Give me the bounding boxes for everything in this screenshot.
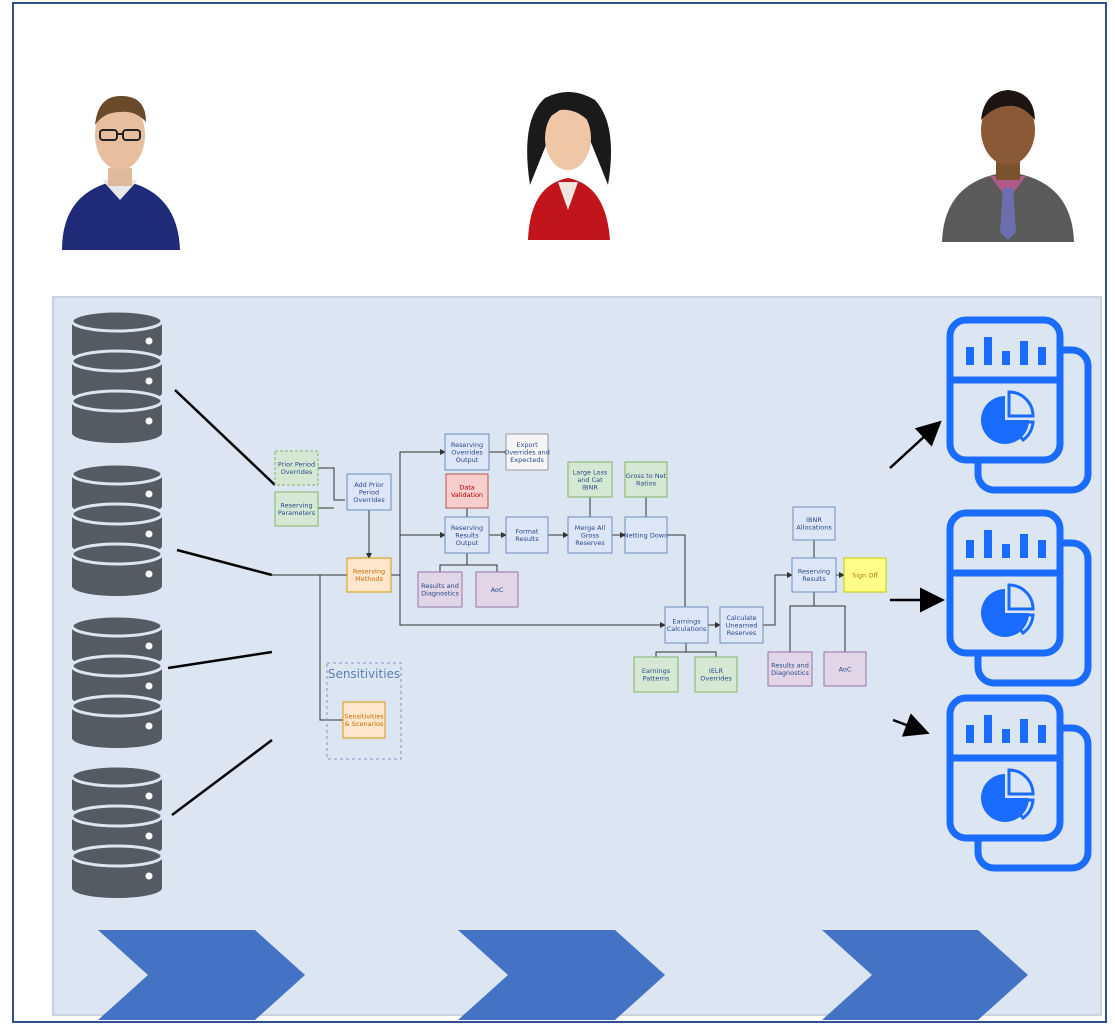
flow-node-label: AoC	[491, 586, 504, 594]
output-arrow	[892, 713, 930, 737]
db-connector-line	[176, 548, 273, 577]
stage-chevron-icon	[98, 930, 305, 1020]
flow-node-aoc-1: AoC	[475, 571, 519, 608]
sensitivities-title: Sensitivities	[328, 667, 400, 681]
database-icon	[70, 764, 164, 898]
flow-node-aoc-2: AoC	[823, 651, 867, 687]
flow-node-label: Netting Down	[624, 531, 669, 539]
sensitivities-group	[326, 662, 402, 760]
flow-node-sign-off: Sign Off	[843, 557, 887, 593]
process-panel	[52, 296, 1102, 1016]
flow-node-netting-down: Netting Down	[624, 516, 669, 554]
db-connector-line	[167, 650, 273, 670]
output-arrow	[889, 420, 942, 469]
flow-node-sensitivities-scenarios: Sensitivities& Scenarios	[342, 701, 386, 739]
flow-node-label: Sensitivities& Scenarios	[344, 713, 384, 729]
report-dashboard-icon	[946, 316, 1092, 494]
user-woman-avatar	[527, 91, 612, 240]
user-casual-avatar	[62, 95, 180, 250]
stage-chevron-icon	[822, 930, 1028, 1020]
report-dashboard-icon	[946, 694, 1092, 872]
database-icon	[70, 309, 164, 443]
db-connector-line	[174, 389, 276, 486]
db-connector-line	[171, 739, 273, 816]
report-dashboard-icon	[946, 509, 1092, 687]
user-suit-avatar	[942, 90, 1074, 242]
database-icon	[70, 614, 164, 748]
database-icon	[70, 462, 164, 596]
flow-node-label: AoC	[839, 665, 852, 673]
stage-chevron-icon	[458, 930, 665, 1020]
flow-node-label: Sign Off	[852, 571, 878, 579]
